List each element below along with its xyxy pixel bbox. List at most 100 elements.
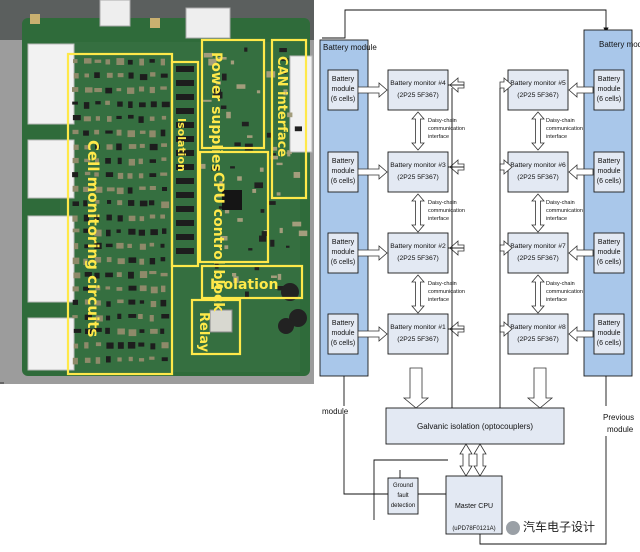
daisy-label-1: Daisy-chain [428, 200, 457, 206]
pcb-component [139, 358, 145, 362]
pcb-component [139, 258, 145, 265]
pcb-component [84, 73, 89, 78]
pcb-component [272, 146, 278, 151]
pcb-component [94, 72, 100, 78]
pcb-component [139, 216, 145, 222]
pcb-component [84, 171, 91, 176]
pcb-component [266, 132, 273, 138]
monitor-right-2 [507, 232, 569, 274]
pcb-component [260, 209, 265, 213]
pcb-component [150, 72, 156, 77]
pcb-component [149, 86, 155, 94]
pcb-component [160, 129, 166, 137]
connector-4 [27, 317, 75, 371]
pcb-component [117, 101, 123, 107]
pcb-component [293, 172, 301, 178]
detection-label: detection [391, 503, 415, 509]
pcb-component [128, 158, 135, 166]
block-diagram: Battery module Battery module Battery mod… [316, 0, 640, 552]
daisy-label-3: interface [546, 297, 567, 303]
battery-module-label-1: Battery [598, 158, 621, 165]
pcb-component [237, 176, 242, 181]
pcb-component [95, 286, 101, 291]
battery-module-cells: (6 cells) [331, 259, 356, 266]
pcb-component [117, 73, 124, 78]
pcb-component [261, 231, 269, 236]
pcb-component [106, 214, 112, 221]
pcb-component [248, 248, 253, 251]
col-label-right: Battery module [599, 40, 640, 49]
battery-module-label-1: Battery [332, 320, 355, 327]
pcb-component [213, 89, 221, 96]
pcb-component [149, 271, 157, 275]
daisy-arrow [531, 111, 545, 151]
daisy-label-1: Daisy-chain [428, 281, 457, 287]
pcb-component [84, 58, 92, 64]
monitor-right-3-label: Battery monitor #8 [510, 324, 566, 331]
pcb-component [72, 115, 81, 121]
battery-module-label-2: module [598, 86, 621, 93]
battery-module-label-2: module [332, 86, 355, 93]
label-isolation-horizontal: Isolation [210, 277, 278, 293]
right-battery-module-1 [593, 151, 625, 193]
battery-module-label-1: Battery [332, 239, 355, 246]
ground-fault-box [387, 477, 419, 515]
pcb-component [138, 229, 145, 236]
monitor-left-0-part: (2P25 5F367) [397, 92, 439, 99]
pcb-component [138, 158, 143, 165]
pcb-component [72, 172, 79, 178]
pcb-component [106, 315, 111, 321]
pcb-component [105, 327, 110, 334]
pcb-component [281, 71, 287, 74]
pcb-component [150, 229, 158, 236]
pcb-component [95, 342, 102, 347]
pcb-component [161, 285, 166, 293]
pcb-component [254, 182, 263, 189]
pcb-component [279, 227, 283, 234]
pcb-component [84, 272, 92, 277]
previous-label: Previous [603, 413, 634, 422]
daisy-label-3: interface [546, 134, 567, 140]
isolator-chip [176, 164, 194, 170]
pcb-component [139, 58, 144, 66]
pcb-component [252, 189, 257, 193]
pcb-component [83, 214, 89, 222]
pcb-component [127, 243, 132, 248]
frame-isolation-vertical [170, 60, 200, 268]
battery-module-cells: (6 cells) [331, 178, 356, 185]
daisy-arrow [411, 193, 425, 233]
pcb-component [84, 314, 92, 320]
pcb-component [127, 342, 136, 349]
battery-module-cells: (6 cells) [331, 340, 356, 347]
pcb-component [106, 356, 111, 363]
isolator-chip [176, 66, 194, 72]
right-battery-module-0 [593, 69, 625, 111]
pcb-component [161, 201, 170, 209]
pcb-component [84, 158, 91, 163]
pcb-component [139, 143, 145, 148]
monitor-left-2-label: Battery monitor #2 [390, 243, 446, 250]
isolator-chip [176, 150, 194, 156]
pcb-component [83, 130, 89, 136]
pcb-component [95, 357, 101, 364]
pcb-component [150, 301, 157, 308]
battery-module-label-1: Battery [598, 76, 621, 83]
pcb-component [72, 215, 78, 222]
pcb-component [116, 242, 124, 249]
pcb-component [83, 102, 90, 109]
pcb-component [73, 59, 78, 64]
pcb-component [139, 271, 148, 278]
pcb-component [94, 129, 100, 135]
pcb-component [139, 285, 147, 292]
pcb-component [149, 159, 156, 163]
pcb-component [149, 315, 154, 322]
pcb-component [127, 173, 133, 179]
pcb-component [85, 328, 93, 334]
pcb-component [218, 57, 227, 60]
pcb-component [277, 273, 282, 280]
pcb-component [230, 60, 235, 65]
pcb-component [149, 258, 156, 265]
battery-module-label-2: module [332, 330, 355, 337]
pcb-component [117, 299, 124, 304]
label-relay: Relay [196, 312, 211, 353]
